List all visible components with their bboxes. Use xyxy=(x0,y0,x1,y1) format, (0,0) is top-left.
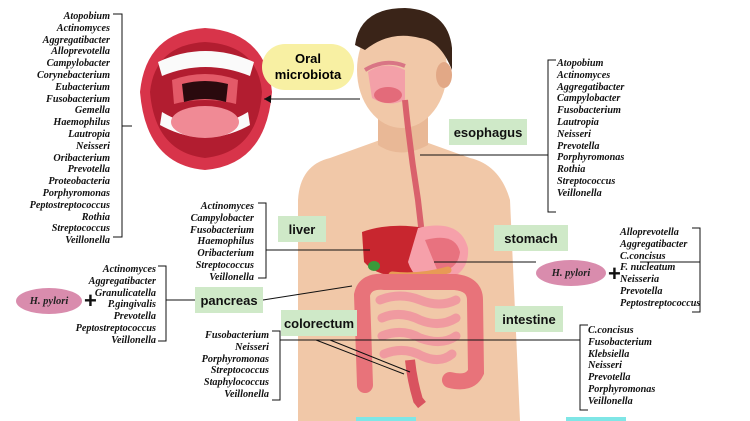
bacteria-name: Neisseri xyxy=(30,141,110,153)
tongue xyxy=(374,87,402,103)
bacteria-name: Atopobium xyxy=(30,11,110,23)
bacteria-name: Fusobacterium xyxy=(202,330,269,342)
bacteria-name: Streptococcus xyxy=(190,260,254,272)
bacteria-name: Alloprevotella xyxy=(620,227,700,239)
bacteria-name: Neisseri xyxy=(202,342,269,354)
bacteria-name: Prevotella xyxy=(76,311,156,323)
bacteria-name: Proteobacteria xyxy=(30,176,110,188)
bacteria-name: Prevotella xyxy=(557,141,624,153)
bacteria-name: Aggregatibacter xyxy=(30,35,110,47)
bacteria-name: C.concisus xyxy=(620,251,700,263)
bacteria-name: Streptococcus xyxy=(202,365,269,377)
bacteria-name: P.gingivalis xyxy=(76,299,156,311)
oral-microbiota-bubble: Oral microbiota xyxy=(262,44,354,90)
bacteria-name: Haemophilus xyxy=(30,117,110,129)
bacteria-name: Neisseria xyxy=(620,274,700,286)
plus-icon: + xyxy=(608,263,621,285)
colorectum-label: colorectum xyxy=(281,310,357,336)
bacteria-name: Porphyromonas xyxy=(202,354,269,366)
oral-bubble-line1: Oral xyxy=(262,51,354,67)
bacteria-name: Fusobacterium xyxy=(557,105,624,117)
bacteria-name: Campylobacter xyxy=(30,58,110,70)
bacteria-name: Aggregatibacter xyxy=(620,239,700,251)
bacteria-name: C.concisus xyxy=(588,325,655,337)
h-pylori-left-badge: H. pylori xyxy=(16,288,82,314)
bacteria-name: Oribacterium xyxy=(190,248,254,260)
pancreas-label: pancreas xyxy=(195,287,263,313)
bacteria-name: Campylobacter xyxy=(190,213,254,225)
oral-bubble-line2: microbiota xyxy=(262,67,354,83)
liver-label: liver xyxy=(278,216,326,242)
gallbladder xyxy=(368,261,380,271)
bacteria-name: Lautropia xyxy=(557,117,624,129)
bacteria-name: Actinomyces xyxy=(30,23,110,35)
bacteria-name: Veillonella xyxy=(76,335,156,347)
bacteria-name: Haemophilus xyxy=(190,236,254,248)
bacteria-name: Veillonella xyxy=(190,272,254,284)
bacteria-name: Neisseri xyxy=(588,360,655,372)
bacteria-name: Streptococcus xyxy=(30,223,110,235)
bacteria-name: Actinomyces xyxy=(190,201,254,213)
bacteria-name: Actinomyces xyxy=(557,70,624,82)
bacteria-name: Veillonella xyxy=(202,389,269,401)
bacteria-name: Lautropia xyxy=(30,129,110,141)
bacteria-name: Fusobacterium xyxy=(30,94,110,106)
bacteria-name: Fusobacterium xyxy=(190,225,254,237)
bacteria-name: Aggregatibacter xyxy=(76,276,156,288)
ear xyxy=(436,62,452,88)
bacteria-name: Rothia xyxy=(557,164,624,176)
bacteria-name: Prevotella xyxy=(30,164,110,176)
bacteria-name: Veillonella xyxy=(30,235,110,247)
bacteria-name: Campylobacter xyxy=(557,93,624,105)
bacteria-name: F. nucleatum xyxy=(620,262,700,274)
bacteria-name: Prevotella xyxy=(588,372,655,384)
bacteria-name: Rothia xyxy=(30,212,110,224)
bacteria-name: Porphyromonas xyxy=(30,188,110,200)
bacteria-name: Prevotella xyxy=(620,286,700,298)
bacteria-name: Gemella xyxy=(30,105,110,117)
bacteria-name: Klebsiella xyxy=(588,349,655,361)
esophagus-label: esophagus xyxy=(449,119,527,145)
bacteria-name: Eubacterium xyxy=(30,82,110,94)
intestine-label: intestine xyxy=(495,306,563,332)
h-pylori-right-badge: H. pylori xyxy=(536,260,606,286)
bacteria-name: Aggregatibacter xyxy=(557,82,624,94)
bacteria-name: Corynebacterium xyxy=(30,70,110,82)
bacteria-name: Streptococcus xyxy=(557,176,624,188)
mouth-illustration xyxy=(140,28,272,170)
bacteria-name: Peptostreptococcus xyxy=(76,323,156,335)
bacteria-name: Neisseri xyxy=(557,129,624,141)
footer-mark-1 xyxy=(356,417,416,421)
bacteria-name: Peptostreptococcus xyxy=(30,200,110,212)
bacteria-name: Atopobium xyxy=(557,58,624,70)
bacteria-name: Staphylococcus xyxy=(202,377,269,389)
bacteria-name: Oribacterium xyxy=(30,153,110,165)
bacteria-name: Granulicatella xyxy=(76,288,156,300)
bacteria-name: Porphyromonas xyxy=(588,384,655,396)
bacteria-name: Veillonella xyxy=(557,188,624,200)
bacteria-name: Actinomyces xyxy=(76,264,156,276)
bacteria-name: Porphyromonas xyxy=(557,152,624,164)
footer-mark-2 xyxy=(566,417,626,421)
stomach-label: stomach xyxy=(494,225,568,251)
bacteria-name: Peptostreptococcus xyxy=(620,298,700,310)
bacteria-name: Veillonella xyxy=(588,396,655,408)
bacteria-name: Alloprevotella xyxy=(30,46,110,58)
bacteria-name: Fusobacterium xyxy=(588,337,655,349)
